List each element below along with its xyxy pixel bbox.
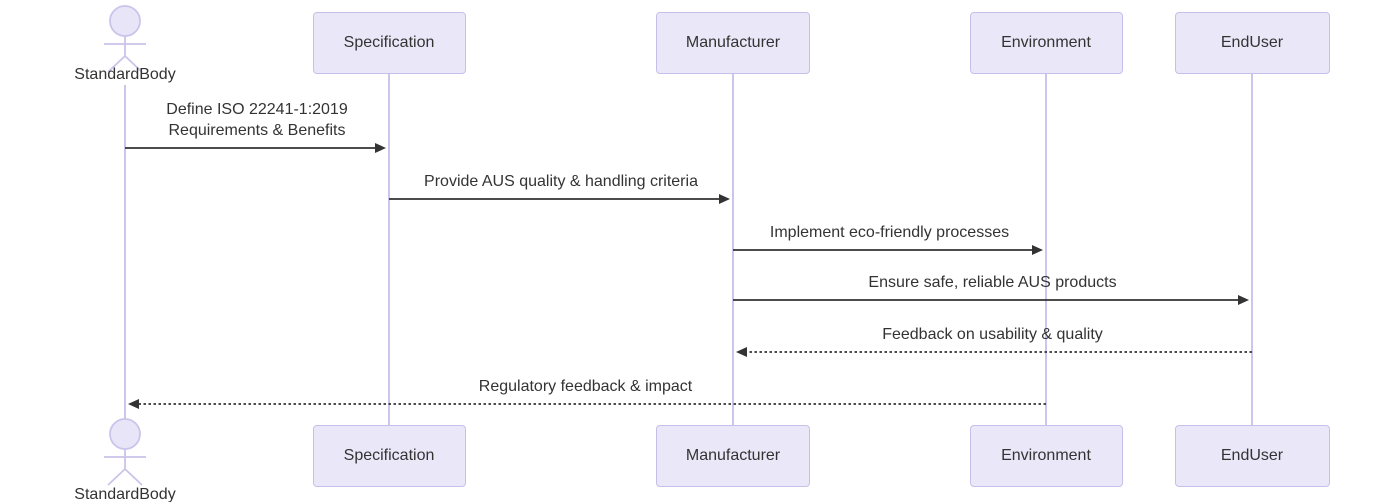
message-label-provide-aus-criteria: Provide AUS quality & handling criteria: [424, 173, 698, 190]
actor-leg-left: [107, 55, 126, 73]
participant-box-enduser-top: EndUser: [1174, 12, 1330, 74]
arrowhead-icon: [736, 347, 747, 357]
participant-box-specification-bottom: Specification: [312, 425, 466, 487]
actor-head: [109, 5, 141, 37]
message-label-regulatory-feedback: Regulatory feedback & impact: [478, 378, 693, 395]
actor-head: [109, 418, 141, 450]
participant-box-environment-top: Environment: [969, 12, 1123, 74]
actor-label-standardbody-bottom: StandardBody: [74, 486, 176, 502]
actor-label-standardbody-top: StandardBody: [74, 66, 176, 83]
message-label-define-iso-requirements: Define ISO 22241-1:2019 Requirements & B…: [166, 101, 348, 139]
participant-box-manufacturer-top: Manufacturer: [656, 12, 810, 74]
actor-figure-standardbody-bottom: [104, 418, 146, 486]
actor-figure-standardbody-top: [104, 5, 146, 73]
message-arrow-4: [736, 347, 1252, 357]
participant-box-enduser-bottom: EndUser: [1174, 425, 1330, 487]
arrowhead-icon: [1032, 245, 1043, 255]
message-arrow-2: [733, 245, 1043, 255]
message-arrow-0: [125, 143, 386, 153]
arrowhead-icon: [128, 399, 139, 409]
message-arrow-1: [389, 194, 730, 204]
arrowhead-icon: [719, 194, 730, 204]
arrowhead-icon: [375, 143, 386, 153]
message-arrow-3: [733, 295, 1249, 305]
message-label-implement-eco-processes: Implement eco-friendly processes: [769, 224, 1010, 241]
arrowhead-icon: [1238, 295, 1249, 305]
actor-leg-right: [124, 55, 143, 73]
participant-box-environment-bottom: Environment: [969, 425, 1123, 487]
actor-leg-right: [124, 468, 143, 486]
participant-box-manufacturer-bottom: Manufacturer: [656, 425, 810, 487]
message-label-feedback-usability: Feedback on usability & quality: [882, 326, 1103, 343]
participant-box-specification-top: Specification: [312, 12, 466, 74]
message-arrow-5: [128, 399, 1046, 409]
actor-leg-left: [107, 468, 126, 486]
message-label-ensure-safe-products: Ensure safe, reliable AUS products: [868, 274, 1117, 291]
